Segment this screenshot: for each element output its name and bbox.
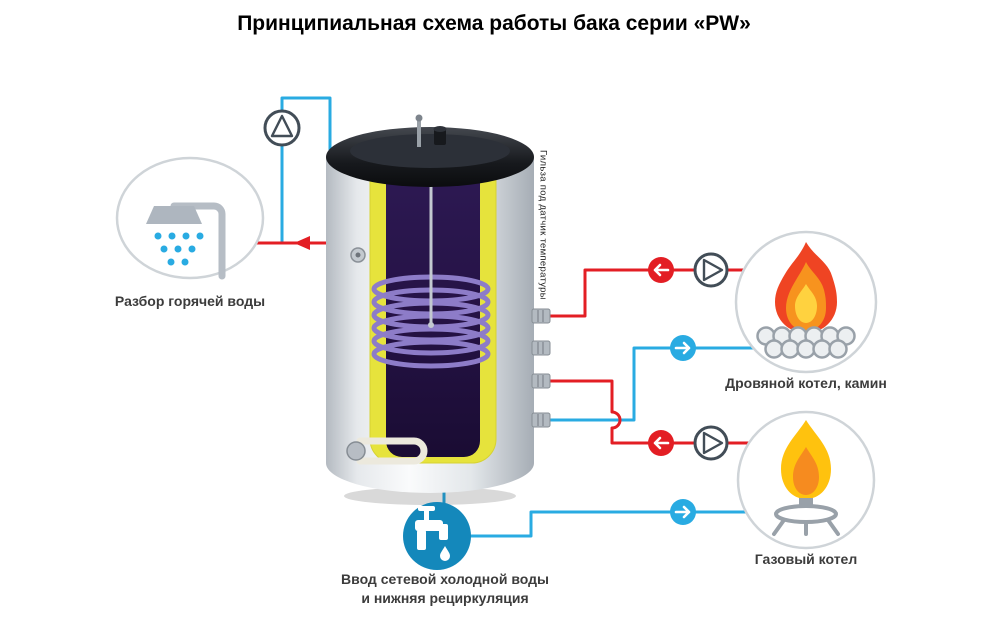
shower-node bbox=[115, 156, 265, 280]
gas-burner-icon bbox=[772, 420, 840, 536]
tank-port bbox=[531, 308, 551, 324]
gas-boiler-label: Газовый котел bbox=[754, 551, 858, 567]
shower-label: Разбор горячей воды bbox=[114, 293, 266, 309]
fire-icon bbox=[756, 242, 856, 359]
diagram-title: Принципиальная схема работы бака серии «… bbox=[237, 12, 751, 35]
wood-circuit-pump-icon bbox=[693, 252, 729, 288]
pipe-recirculation-riser bbox=[280, 96, 332, 243]
storage-tank-drawing bbox=[326, 114, 534, 505]
cold-inlet-label: Ввод сетевой холодной воды и нижняя реци… bbox=[275, 570, 615, 608]
cold-water-node bbox=[403, 502, 471, 570]
pipe-gas-supply bbox=[540, 379, 752, 445]
gas-supply-arrow-icon bbox=[646, 428, 676, 458]
tap-icon bbox=[415, 506, 450, 561]
tank-port bbox=[531, 373, 551, 389]
hot-water-flow-arrowhead bbox=[294, 236, 310, 250]
tank-cap-highlight bbox=[350, 134, 510, 168]
pipe-gas-return bbox=[468, 510, 750, 538]
wood-return-arrow-icon bbox=[668, 333, 698, 363]
heating-element bbox=[346, 437, 428, 465]
gas-circuit-pump-icon bbox=[693, 425, 729, 461]
tank-shadow bbox=[344, 487, 516, 505]
gas-return-arrow-icon bbox=[668, 497, 698, 527]
wood-boiler-node bbox=[734, 230, 878, 374]
tank-port bbox=[531, 340, 551, 356]
tank-ports bbox=[531, 308, 551, 428]
recirculation-pump-icon bbox=[263, 109, 301, 147]
logs bbox=[756, 326, 856, 359]
wood-boiler-label: Дровяной котел, камин bbox=[725, 375, 887, 391]
storage-tank bbox=[318, 113, 542, 511]
tank-port bbox=[531, 412, 551, 428]
tank-side-flange bbox=[350, 247, 366, 263]
sensor-tube bbox=[428, 171, 434, 328]
wood-supply-arrow-icon bbox=[646, 255, 676, 285]
gas-boiler-node bbox=[736, 410, 876, 550]
cold-inlet-label-line2: и нижняя рециркуляция bbox=[361, 590, 529, 606]
shower-icon bbox=[146, 202, 226, 280]
sensor-sleeve-label: Гильза под датчик температуры bbox=[537, 150, 549, 300]
cold-inlet-label-line1: Ввод сетевой холодной воды bbox=[341, 571, 549, 587]
tank-top-fittings bbox=[415, 114, 447, 147]
